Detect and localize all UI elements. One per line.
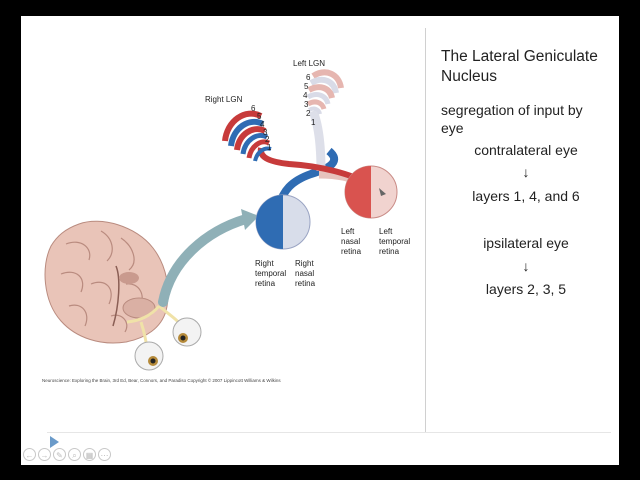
more-icon[interactable]: ⋯ [98,448,111,461]
left-lgn-layer-1: 1 [311,118,316,127]
lgn-figure: Left LGN Right LGN 6 5 4 3 2 1 6 5 4 3 2… [21,16,425,465]
svg-text:temporal: temporal [379,237,410,246]
right-lgn-layer-5: 5 [257,112,262,121]
right-eye-retina [255,194,311,250]
lgn-diagram: Left LGN Right LGN 6 5 4 3 2 1 6 5 4 3 2… [44,59,410,371]
svg-text:temporal: temporal [255,269,286,278]
grid-icon[interactable]: ▦ [83,448,96,461]
right-lgn-layer-4: 4 [260,120,265,129]
right-nasal-retina-label: Right nasal retina [295,259,316,288]
left-lgn [306,69,344,115]
zoom-arrowhead [241,209,259,230]
left-eye-retina [344,165,398,219]
svg-text:Right: Right [255,259,274,268]
right-lgn-layer-2: 2 [265,135,270,144]
player-controls: ← → ✎ ⌕ ▦ ⋯ [23,448,111,461]
svg-text:nasal: nasal [295,269,314,278]
svg-text:retina: retina [379,247,400,256]
eye-right [172,317,202,347]
figure-caption: Neuroscience: Exploring the Brain, 3rd E… [42,378,281,383]
right-temporal-retina-label: Right temporal retina [255,259,286,288]
svg-text:Left: Left [379,227,393,236]
ipsilateral-layers: layers 2, 3, 5 [485,281,567,297]
svg-text:nasal: nasal [341,237,360,246]
contralateral-arrow-icon: ↓ [522,164,530,180]
mouse-cursor-icon [379,188,386,196]
pen-icon[interactable]: ✎ [53,448,66,461]
slide-subtitle: segregation of input by eye [441,102,583,136]
left-lgn-layer-3: 3 [304,100,309,109]
svg-text:retina: retina [255,279,276,288]
left-lgn-layer-6: 6 [306,73,311,82]
progress-track [47,432,611,433]
right-lgn-layer-6: 6 [251,104,256,113]
left-lgn-layer-5: 5 [304,82,309,91]
ipsilateral-arrow-icon: ↓ [522,258,530,274]
brain-illustration [44,220,169,344]
next-icon[interactable]: → [38,448,51,461]
left-lgn-label: Left LGN [293,59,325,68]
svg-text:Left: Left [341,227,355,236]
zoom-icon[interactable]: ⌕ [68,448,81,461]
slide-title: The Lateral Geniculate Nucleus [441,48,598,85]
right-lgn-layer-3: 3 [263,128,268,137]
right-lgn-label: Right LGN [205,95,243,104]
ipsilateral-label: ipsilateral eye [483,235,569,251]
left-nasal-retina-label: Left nasal retina [341,227,362,256]
zoom-arrow [158,214,251,307]
left-temporal-retina-label: Left temporal retina [379,227,410,256]
contralateral-layers: layers 1, 4, and 6 [472,188,580,204]
svg-text:retina: retina [295,279,316,288]
prev-icon[interactable]: ← [23,448,36,461]
right-lgn [222,110,272,162]
svg-text:retina: retina [341,247,362,256]
ipsi-pathway [275,147,339,208]
left-lgn-layer-2: 2 [306,109,311,118]
slide: Left LGN Right LGN 6 5 4 3 2 1 6 5 4 3 2… [21,16,619,465]
eye-left [134,341,164,371]
play-icon[interactable] [50,436,59,448]
right-lgn-layer-1: 1 [267,143,272,152]
svg-text:Right: Right [295,259,314,268]
divider [425,28,426,432]
left-lgn-layer-4: 4 [303,91,308,100]
contralateral-label: contralateral eye [474,142,578,158]
